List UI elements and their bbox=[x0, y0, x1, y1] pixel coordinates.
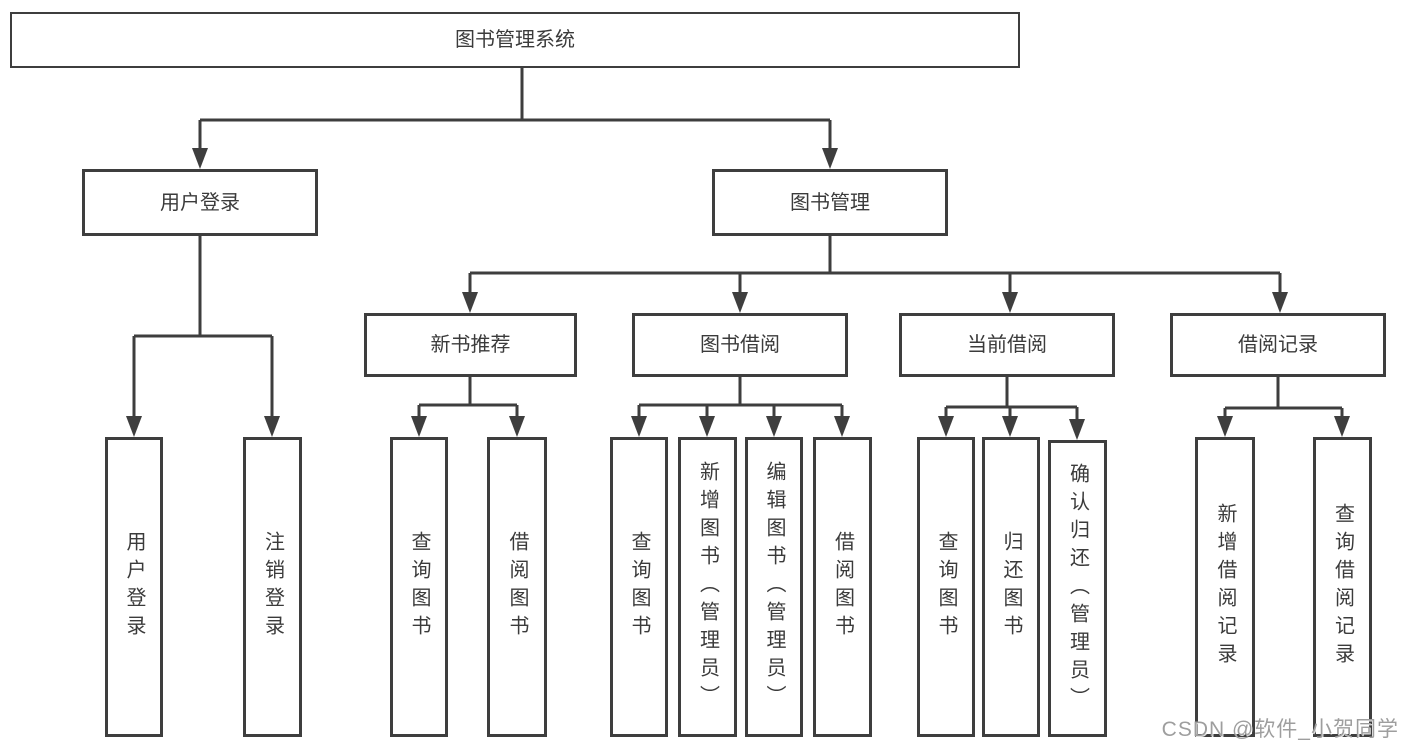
branch-borrowing-records bbox=[1225, 377, 1342, 410]
leaf-add-borrow-record-label: 新增借阅记录 bbox=[1214, 503, 1236, 671]
arrowhead-icon bbox=[462, 292, 478, 313]
arrowhead-icon bbox=[1217, 416, 1233, 437]
leaf-user-login: 用户登录 bbox=[105, 437, 163, 737]
arrowhead-icon bbox=[834, 416, 850, 437]
arrowhead-icon bbox=[822, 148, 838, 169]
leaf-query-books-current: 查询图书 bbox=[917, 437, 975, 737]
leaf-query-borrow-record-label: 查询借阅记录 bbox=[1331, 503, 1354, 671]
arrowhead-icon bbox=[699, 416, 715, 437]
branch-current-borrowing bbox=[946, 377, 1077, 409]
node-root-label: 图书管理系统 bbox=[455, 29, 575, 51]
arrowhead-icon bbox=[631, 416, 647, 437]
leaf-query-books-rec: 查询图书 bbox=[390, 437, 448, 737]
leaf-query-books-current-label: 查询图书 bbox=[935, 531, 957, 643]
leaf-query-books-borrow-label: 查询图书 bbox=[628, 531, 650, 643]
arrowhead-icon bbox=[766, 416, 782, 437]
leaf-return-books: 归还图书 bbox=[982, 437, 1040, 737]
node-user-login: 用户登录 bbox=[82, 169, 318, 236]
arrowhead-icon bbox=[411, 416, 427, 437]
leaf-add-borrow-record: 新增借阅记录 bbox=[1195, 437, 1255, 737]
arrowhead-icon bbox=[192, 148, 208, 169]
node-current-borrowing-label: 当前借阅 bbox=[967, 334, 1047, 356]
arrowhead-icon bbox=[732, 292, 748, 313]
arrowhead-icon bbox=[938, 416, 954, 437]
arrowhead-icon bbox=[1002, 292, 1018, 313]
node-root: 图书管理系统 bbox=[10, 12, 1020, 68]
arrowhead-icon bbox=[126, 416, 142, 437]
branch-book-borrowing bbox=[639, 377, 842, 407]
node-book-borrowing: 图书借阅 bbox=[632, 313, 848, 377]
branch-book-management bbox=[470, 236, 1280, 275]
node-new-book-recommend: 新书推荐 bbox=[364, 313, 577, 377]
leaf-confirm-return-admin-label: 确认归还（管理员） bbox=[1066, 462, 1089, 715]
leaf-add-books-admin-label: 新增图书（管理员） bbox=[696, 461, 719, 713]
leaf-return-books-label: 归还图书 bbox=[1000, 531, 1022, 643]
leaf-borrow-books-rec-label: 借阅图书 bbox=[506, 531, 528, 643]
node-borrowing-records-label: 借阅记录 bbox=[1238, 334, 1318, 356]
arrowheads bbox=[126, 120, 1350, 440]
leaf-query-borrow-record: 查询借阅记录 bbox=[1313, 437, 1372, 737]
node-new-book-recommend-label: 新书推荐 bbox=[430, 334, 511, 356]
leaf-confirm-return-admin: 确认归还（管理员） bbox=[1048, 440, 1107, 737]
leaf-edit-books-admin-label: 编辑图书（管理员） bbox=[763, 461, 785, 713]
leaf-query-books-borrow: 查询图书 bbox=[610, 437, 668, 737]
node-user-login-label: 用户登录 bbox=[160, 191, 240, 214]
leaf-logout-label: 注销登录 bbox=[261, 531, 284, 643]
node-borrowing-records: 借阅记录 bbox=[1170, 313, 1386, 377]
node-book-management: 图书管理 bbox=[712, 169, 948, 236]
branch-root bbox=[200, 68, 830, 122]
arrowhead-icon bbox=[1069, 419, 1085, 440]
node-book-borrowing-label: 图书借阅 bbox=[700, 334, 780, 356]
leaf-add-books-admin: 新增图书（管理员） bbox=[678, 437, 737, 737]
leaf-borrow-books-borrow: 借阅图书 bbox=[813, 437, 872, 737]
arrowhead-icon bbox=[1334, 416, 1350, 437]
watermark: CSDN @软件_小贺同学 bbox=[1161, 718, 1399, 741]
arrowhead-icon bbox=[1002, 416, 1018, 437]
leaf-query-books-rec-label: 查询图书 bbox=[408, 531, 430, 643]
branch-user-login bbox=[134, 236, 272, 338]
arrowhead-icon bbox=[264, 416, 280, 437]
leaf-borrow-books-rec: 借阅图书 bbox=[487, 437, 547, 737]
branch-new-book-recommend bbox=[419, 377, 517, 407]
leaf-edit-books-admin: 编辑图书（管理员） bbox=[745, 437, 803, 737]
node-current-borrowing: 当前借阅 bbox=[899, 313, 1115, 377]
arrowhead-icon bbox=[509, 416, 525, 437]
leaf-user-login-label: 用户登录 bbox=[123, 531, 145, 643]
arrowhead-icon bbox=[1272, 292, 1288, 313]
node-book-management-label: 图书管理 bbox=[790, 191, 870, 214]
leaf-borrow-books-borrow-label: 借阅图书 bbox=[831, 531, 854, 643]
leaf-logout: 注销登录 bbox=[243, 437, 302, 737]
